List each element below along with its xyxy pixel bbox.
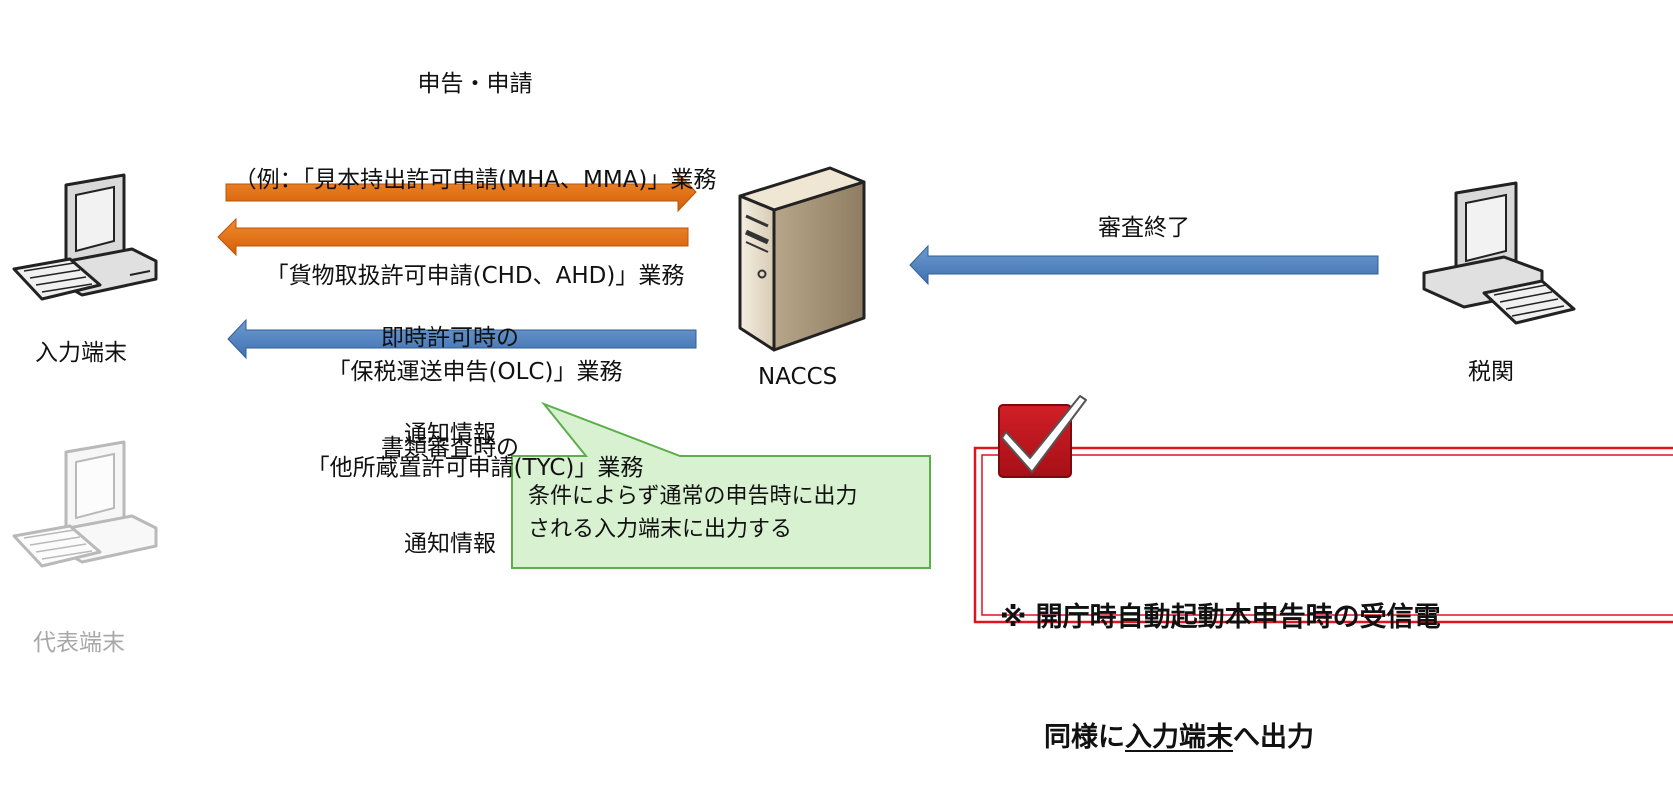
note-line2-suffix: へ出力 bbox=[1233, 722, 1314, 753]
callout-bubble bbox=[511, 401, 931, 569]
computer-icon bbox=[12, 173, 158, 301]
request-label: 申告・申請 （例：「見本持出許可申請(MHA、MMA)」業務 「貨物取扱許可申請… bbox=[150, 4, 800, 516]
computer-icon bbox=[1422, 181, 1576, 325]
request-arrow bbox=[225, 171, 697, 213]
computer-icon-faded bbox=[12, 440, 158, 568]
request-example-1: （例：「見本持出許可申請(MHA、MMA)」業務 bbox=[233, 167, 717, 193]
checkmark-icon bbox=[998, 395, 1087, 478]
flow-diagram bbox=[12, 166, 1673, 624]
note-line1: ※ 開庁時自動起動本申告時の受信電 bbox=[1000, 602, 1441, 633]
immediate-permit-label: 即時許可時の 通知情報 bbox=[330, 258, 570, 482]
naccs-label: NACCS bbox=[758, 364, 838, 390]
representative-terminal-label: 代表端末 bbox=[33, 630, 125, 656]
review-end-label: 審査終了 bbox=[1098, 215, 1190, 241]
server-icon bbox=[738, 166, 866, 352]
review-end-arrow bbox=[909, 244, 1379, 286]
document-review-line2: 通知情報 bbox=[404, 531, 496, 557]
note-line2: 同様に入力端末へ出力 bbox=[1000, 718, 1673, 758]
request-example-3: 「保税運送申告(OLC)」業務 bbox=[327, 359, 623, 385]
immediate-permit-line1: 即時許可時の bbox=[381, 325, 519, 351]
notification-arrow bbox=[227, 318, 697, 360]
customs-label: 税関 bbox=[1468, 359, 1514, 385]
note-box-inner bbox=[981, 454, 1673, 616]
request-example-4: 「他所蔵置許可申請(TYC)」業務 bbox=[306, 455, 644, 481]
document-review-line1: 書類審査時の bbox=[381, 435, 519, 461]
response-arrow bbox=[217, 217, 689, 257]
request-title: 申告・申請 bbox=[417, 71, 533, 97]
note-box-outer bbox=[973, 446, 1673, 624]
note-text: ※ 開庁時自動起動本申告時の受信電 同様に入力端末へ出力 bbox=[1000, 518, 1673, 798]
callout-line2: される入力端末に出力する bbox=[528, 517, 793, 542]
immediate-permit-line2: 通知情報 bbox=[404, 421, 496, 447]
request-example-2: 「貨物取扱許可申請(CHD、AHD)」業務 bbox=[265, 263, 685, 289]
callout-text: 条件によらず通常の申告時に出力 される入力端末に出力する bbox=[528, 480, 928, 546]
note-line2-underlined: 入力端末 bbox=[1125, 722, 1233, 753]
note-line2-prefix: 同様に bbox=[1044, 722, 1125, 753]
document-review-label: 書類審査時の 通知情報 bbox=[330, 368, 570, 592]
callout-line1: 条件によらず通常の申告時に出力 bbox=[528, 484, 858, 509]
input-terminal-label: 入力端末 bbox=[35, 340, 127, 366]
